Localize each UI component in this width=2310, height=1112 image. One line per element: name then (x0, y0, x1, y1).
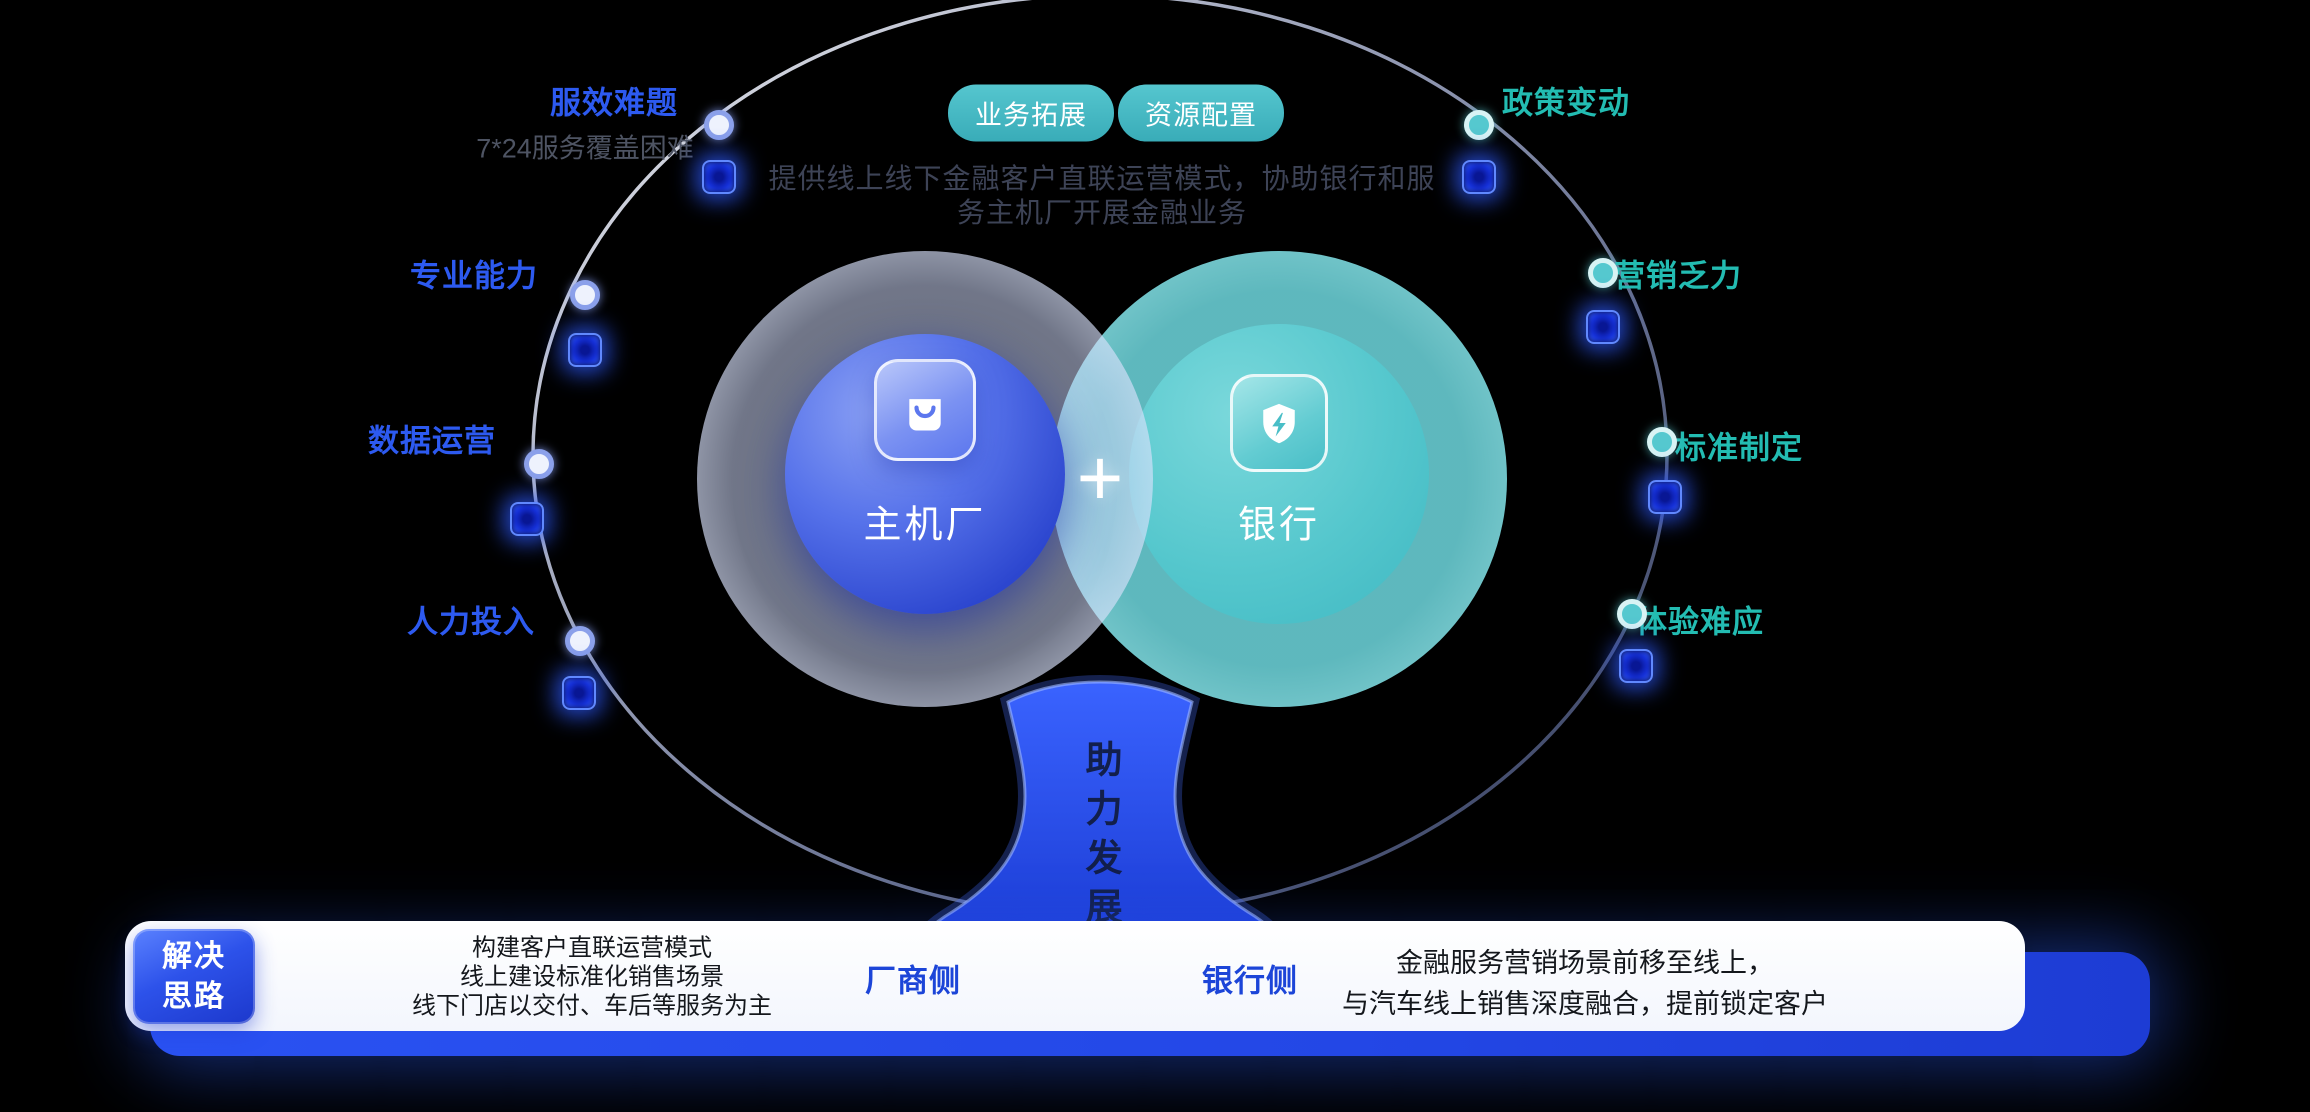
funnel-label: 助力发展 (1080, 740, 1121, 936)
glow-gem (562, 676, 596, 710)
header-description-line1: 提供线上线下金融客户直联运营模式，协助银行和服 (768, 163, 1436, 194)
plus-sign: + (1076, 433, 1124, 522)
pain-point-experience: 体验难应 (1636, 604, 1764, 640)
ring-dot (565, 626, 595, 656)
solution-badge: 解决 思路 (133, 929, 255, 1024)
ring-dot (704, 110, 734, 140)
pain-point-policy-change: 政策变动 (1502, 85, 1630, 121)
ring-dot (570, 280, 600, 310)
solution-badge-line1: 解决 (162, 939, 226, 973)
ring-dot (1617, 599, 1647, 629)
shield-lightning-icon (1263, 403, 1295, 444)
bank-side-label: 银行侧 (1202, 963, 1298, 999)
glow-gem (510, 502, 544, 536)
shopping-bag-icon (909, 399, 941, 431)
manufacturer-solution-points: 构建客户直联运营模式 线上建设标准化销售场景 线下门店以交付、车后等服务为主 (412, 934, 772, 1021)
bank-solution-points: 金融服务营销场景前移至线上， 与汽车线上销售深度融合，提前锁定客户 (1342, 943, 1828, 1025)
glow-gem (568, 333, 602, 367)
glow-gem (1586, 310, 1620, 344)
oem-icon-tile (874, 359, 976, 461)
pain-point-standard-setting: 标准制定 (1675, 430, 1803, 466)
header-description-line2: 务主机厂开展金融业务 (956, 197, 1248, 228)
manufacturer-point-3: 线下门店以交付、车后等服务为主 (412, 992, 772, 1020)
bank-icon-tile (1230, 374, 1328, 472)
solution-badge-line2: 思路 (162, 979, 226, 1013)
badge-business-expansion: 业务拓展 (948, 84, 1114, 142)
ring-dot (1647, 427, 1677, 457)
glow-gem (1619, 649, 1653, 683)
oem-circle-label: 主机厂 (863, 504, 987, 547)
funnel-shape (924, 680, 1276, 932)
manufacturer-point-2: 线上建设标准化销售场景 (460, 963, 724, 991)
manufacturer-point-1: 构建客户直联运营模式 (472, 934, 712, 962)
pain-point-manpower: 人力投入 (407, 604, 535, 640)
glow-gem (1462, 160, 1496, 194)
glow-gem (702, 160, 736, 194)
pain-point-service-efficiency: 服效难题 (550, 85, 678, 121)
bank-circle-core (1129, 324, 1429, 624)
bank-point-2: 与汽车线上销售深度融合，提前锁定客户 (1342, 989, 1828, 1019)
badge-resource-allocation: 资源配置 (1118, 84, 1284, 142)
ring-dot (524, 449, 554, 479)
glow-gem (1648, 480, 1682, 514)
ring-dot (1464, 110, 1494, 140)
solution-bar (125, 921, 2025, 1031)
manufacturer-side-label: 厂商侧 (865, 963, 961, 999)
bank-point-1: 金融服务营销场景前移至线上， (1396, 948, 1774, 978)
ring-dot (1588, 258, 1618, 288)
pain-point-service-efficiency-sub: 7*24服务覆盖困难 (476, 133, 694, 164)
pain-point-professional-ability: 专业能力 (410, 258, 538, 294)
bank-circle-label: 银行 (1237, 504, 1321, 547)
pain-point-data-operation: 数据运营 (368, 423, 496, 459)
pain-point-marketing-weakness: 营销乏力 (1614, 258, 1742, 294)
